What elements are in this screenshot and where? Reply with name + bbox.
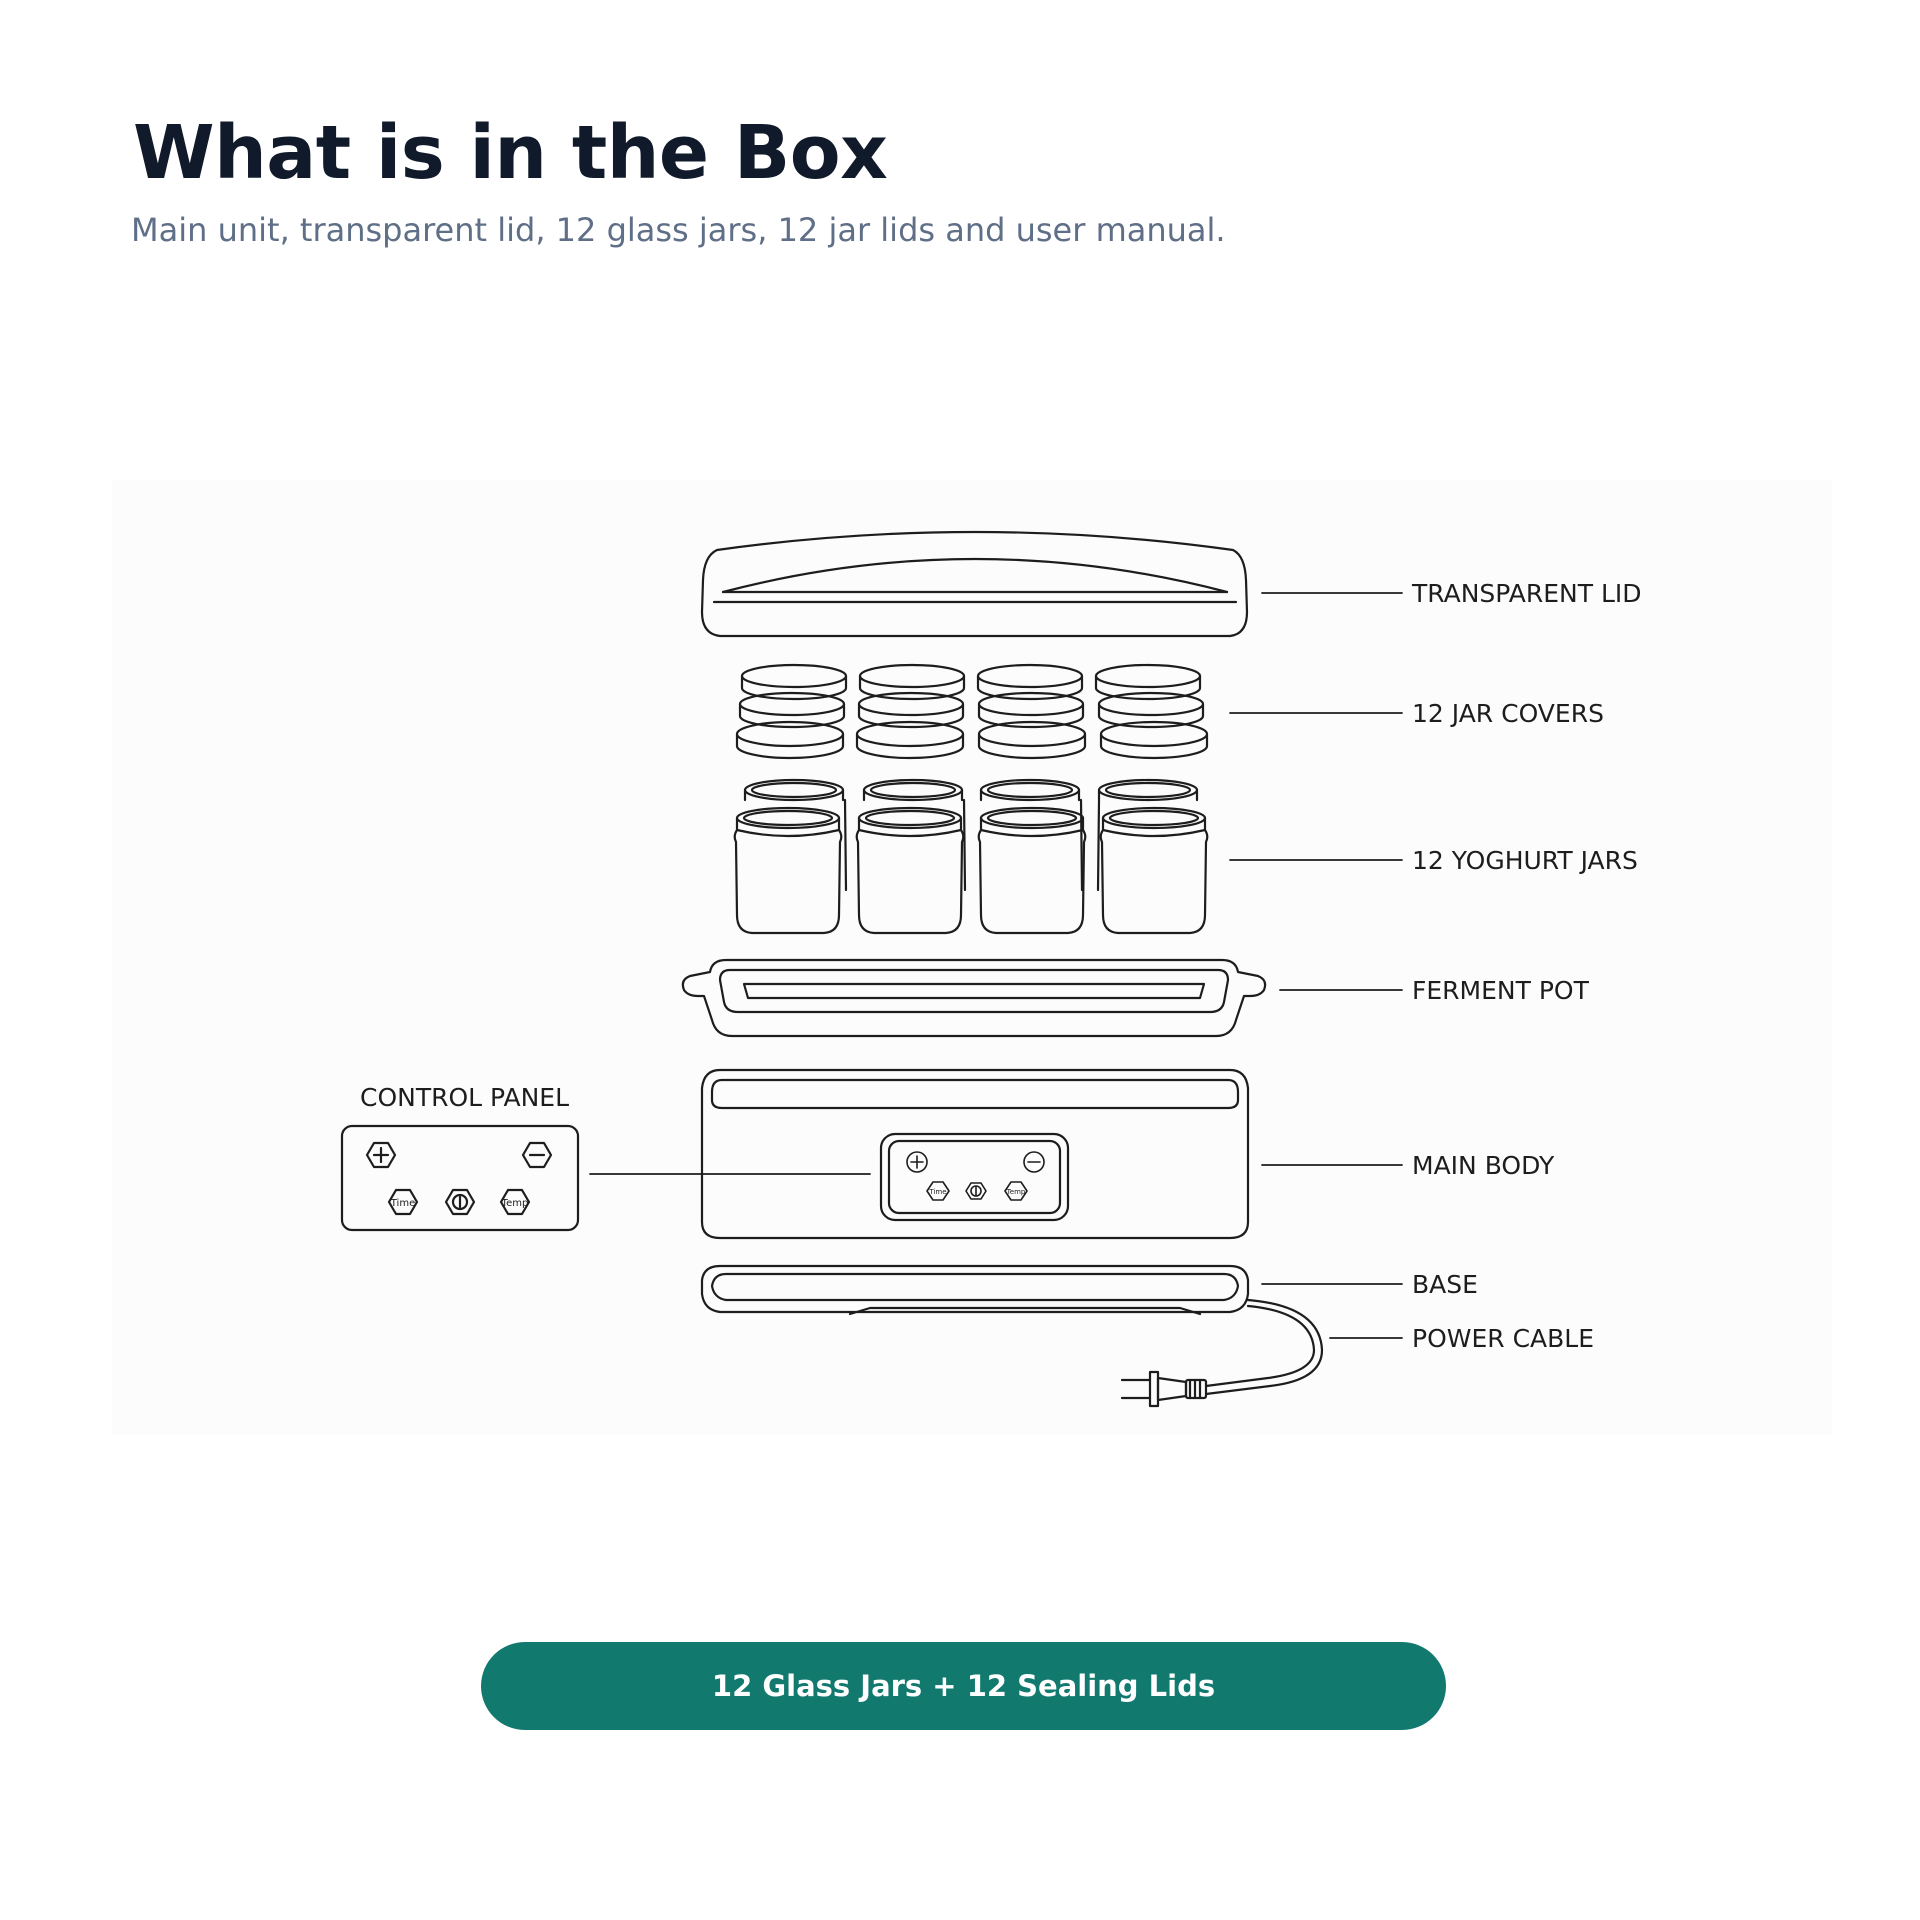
jar-column-1 [733,778,848,935]
yoghurt-jars-illustration [733,778,1209,935]
jars-and-lids-button[interactable]: 12 Glass Jars + 12 Sealing Lids [481,1642,1446,1730]
plus-icon [365,1141,397,1169]
label-main-body: MAIN BODY [1412,1151,1555,1180]
jar-column-4 [1096,778,1209,935]
leader-lines [589,592,1403,1339]
temp-button-icon [499,1188,531,1216]
jar-cover-stack-3 [976,663,1087,760]
body-control-panel-buttons [906,1151,1045,1201]
panel-time-label: Time [390,1198,415,1209]
time-button-icon [387,1188,419,1216]
power-cable-illustration [1120,1298,1324,1408]
label-jar-covers: 12 JAR COVERS [1412,699,1604,728]
jar-cover-stack-4 [1094,663,1209,760]
page-subtitle: Main unit, transparent lid, 12 glass jar… [131,211,1226,249]
label-power-cable: POWER CABLE [1412,1324,1594,1353]
body-temp-label: Temp [1006,1188,1026,1196]
jar-cover-stack-2 [855,663,966,760]
jar-cover-stack-1 [735,663,848,760]
panel-temp-label: Temp [501,1198,529,1209]
transparent-lid-illustration [700,530,1249,638]
diagram-labels: TRANSPARENT LID 12 JAR COVERS 12 YOGHURT… [360,579,1642,1353]
label-control-panel: CONTROL PANEL [360,1083,569,1112]
jar-column-2 [855,778,967,935]
power-icon [444,1188,476,1216]
body-time-label: Time [928,1188,946,1196]
control-panel-detail-illustration [340,1124,580,1232]
diagram-background [112,480,1832,1435]
label-base: BASE [1412,1270,1478,1299]
base-illustration [700,1264,1250,1316]
jar-column-3 [977,778,1087,935]
label-yoghurt-jars: 12 YOGHURT JARS [1412,846,1638,875]
main-body-illustration [700,1068,1250,1240]
page-title: What is in the Box [133,110,888,196]
ferment-pot-illustration [681,958,1267,1038]
jar-covers-illustration [735,663,1209,760]
label-transparent-lid: TRANSPARENT LID [1411,579,1642,608]
label-ferment-pot: FERMENT POT [1412,976,1590,1005]
minus-icon [521,1141,553,1169]
